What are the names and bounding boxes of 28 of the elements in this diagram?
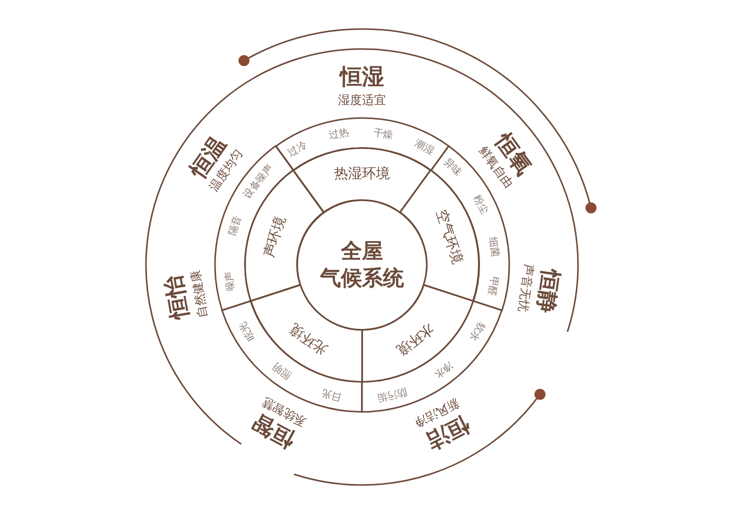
principle-heading: 恒静 [533,268,562,314]
center-title: 全屋 [341,238,383,265]
principle-subtitle: 湿度适宜 [338,94,386,106]
sector-item: 干燥 [372,128,394,142]
sector-item: 软水 [466,320,486,342]
sector-title: 热湿环境 [334,167,390,181]
sector-item: 异味 [441,158,463,179]
sector-item: 过热 [328,128,350,142]
sector-item: 甲醛 [486,274,499,296]
sector-title: 空气环境 [433,208,464,266]
sector-item: 粉尘 [470,194,489,216]
sector-title: 光环境 [287,320,330,357]
sector-item: 噪声 [224,270,238,292]
principle-heading: 恒湿 [340,67,384,89]
sector-title: 声环境 [262,214,289,259]
sector-item: 照明 [272,360,294,380]
center-title: 气候系统 [320,265,404,292]
principle-subtitle: 声音无忧 [517,264,536,313]
sector-item: 设备噪声 [242,163,276,201]
sector-item: 日光 [321,386,344,401]
sector-item: 隔音 [228,215,244,238]
sector-item: 潮湿 [412,139,436,158]
sector-title: 水环境 [394,320,437,357]
sector-item: 过冷 [286,140,310,159]
sector-item: 防污垢 [376,385,408,402]
sector-item: 眩光 [238,320,257,342]
sector-item: 净水 [432,358,454,380]
sector-item: 细菌 [486,236,500,258]
